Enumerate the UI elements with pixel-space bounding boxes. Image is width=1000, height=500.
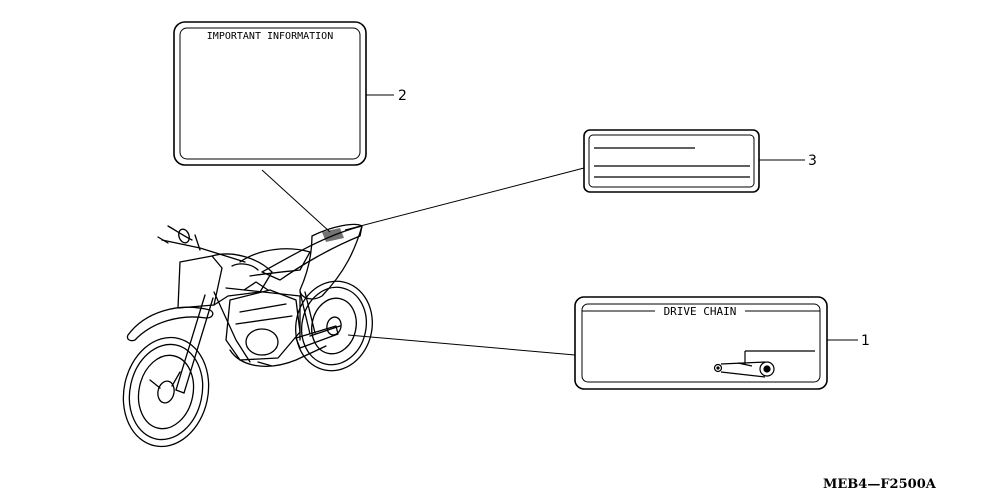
rear-side-panel [299, 223, 363, 300]
front-fork [175, 294, 214, 394]
label-important-inner-border [179, 27, 361, 160]
label-chain-outer-border [574, 296, 828, 390]
number-plate [177, 255, 223, 309]
callout-number-3: 3 [808, 153, 817, 169]
leader-chain-to-bike [347, 334, 576, 356]
leader-generic-to-bike [344, 167, 585, 231]
callout-number-2: 2 [398, 88, 407, 104]
frame [213, 287, 301, 363]
engine [225, 281, 301, 361]
rear-shock [299, 291, 316, 335]
label-chain-title: DRIVE CHAIN [664, 305, 737, 318]
seat-label-spot [322, 228, 344, 242]
motorcycle-illustration [122, 223, 373, 448]
exhaust-pipe [229, 345, 327, 367]
diagram-code: MEB4—F2500A [823, 477, 937, 492]
label-important-outer-border [173, 21, 367, 166]
label-generic-inner-border [588, 134, 755, 188]
swingarm [295, 325, 339, 349]
callout-number-1: 1 [861, 333, 870, 349]
label-important-title: IMPORTANT INFORMATION [207, 31, 333, 42]
fuel-tank [239, 248, 311, 277]
front-wheel [122, 336, 210, 448]
label-generic-outer-border [583, 129, 760, 193]
label-important-information[interactable]: IMPORTANT INFORMATION [173, 21, 367, 166]
chain-icon [713, 350, 815, 378]
handlebar [157, 225, 246, 263]
leader-important-to-bike [261, 169, 331, 233]
front-fender [126, 306, 214, 342]
radiator-shroud [211, 253, 273, 306]
label-drive-chain[interactable]: DRIVE CHAIN [574, 296, 828, 390]
label-generic-warning[interactable] [583, 129, 760, 193]
label-chain-inner-border [581, 303, 821, 383]
